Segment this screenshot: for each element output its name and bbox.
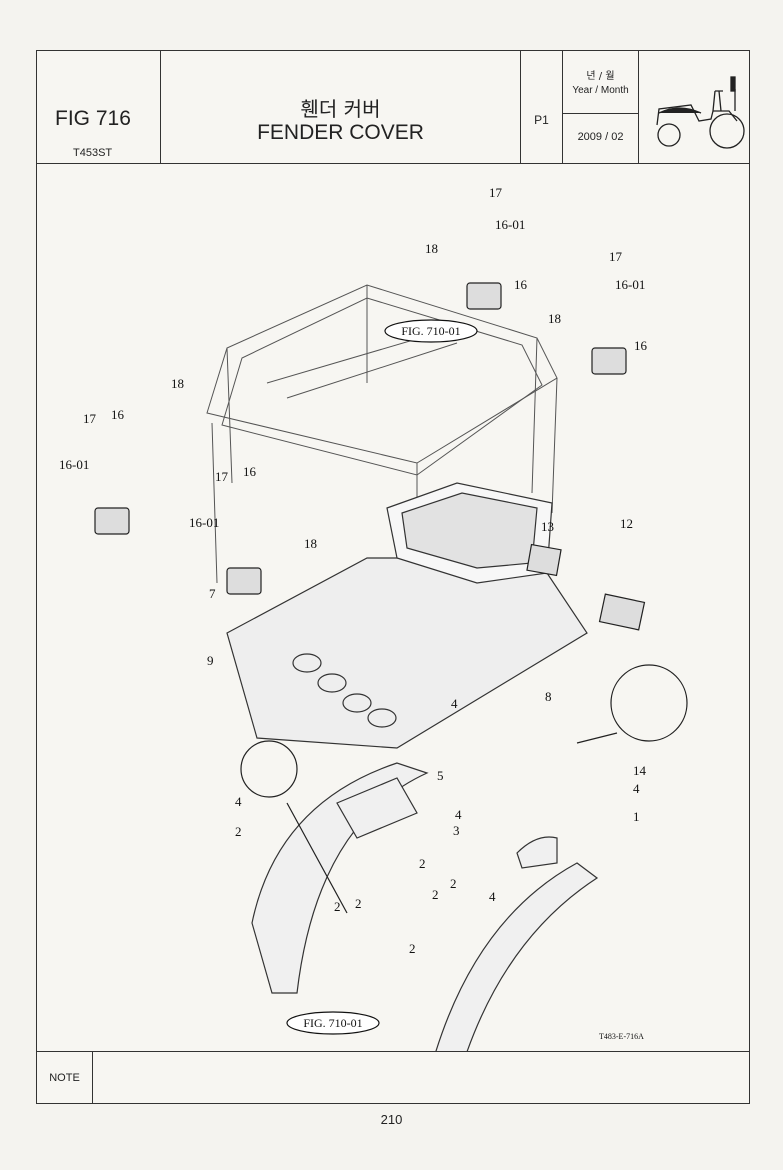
year-month-korean: 년 / 월 [586,71,615,82]
label-2-d: 2 [334,899,341,914]
label-5: 5 [437,768,444,783]
tractor-icon [656,76,745,149]
label-3: 2 [235,824,242,839]
label-4-a: 4 [451,696,458,711]
fig-ref-top-badge: FIG. 710-01 [384,319,478,343]
note-row: NOTE [37,1051,749,1104]
title-korean: 휀더 커버 [300,97,381,121]
fender-assemblies [251,762,599,1084]
date-divider [563,113,638,114]
fig-ref-top: FIG. 710-01 [401,324,460,338]
label-2-b: 2 [450,876,457,891]
header-block: FIG 716 T453ST 휀더 커버 FENDER COVER P1 년 /… [37,51,749,164]
label-18-b: 18 [548,311,561,326]
label-16-c: 17 [83,411,97,426]
label-16-01-b: 16-01 [615,277,645,292]
label-4-c: 4 [455,807,462,822]
title-english: FENDER COVER [257,121,424,144]
label-2-c: 2 [432,887,439,902]
label-17-d: 16 [243,464,257,479]
label-16-01-d: 16-01 [189,515,219,530]
page-code-cell: P1 [521,51,563,163]
callout-labels: 17 16-01 18 16 17 16-01 18 16 18 17 16 1… [59,185,648,956]
date-cell: 년 / 월 Year / Month 2009 / 02 [563,51,639,163]
label-16-01-a: 16-01 [495,217,525,232]
label-2-f: 2 [409,941,416,956]
label-14: 9 [207,653,214,668]
label-8: 8 [545,689,552,704]
label-17-a: 16 [514,277,528,292]
year-month-english: Year / Month [572,85,629,96]
label-17-c: 16 [111,407,125,422]
exploded-view-drawing: 17 16-01 18 16 17 16-01 18 16 18 17 16 1… [37,163,749,1084]
label-17-b: 16 [634,338,648,353]
note-label: NOTE [37,1052,93,1104]
label-4-b: 4 [633,781,640,796]
title-cell: 휀더 커버 FENDER COVER [161,51,521,163]
label-9: 3 [453,823,460,838]
label-2-a: 2 [419,856,426,871]
label-1: 1 [633,809,640,824]
label-18-c: 18 [171,376,184,391]
label-4-d: 4 [235,794,242,809]
label-7: 7 [209,586,216,601]
label-15: 14 [633,763,647,778]
fender-cover-panel [226,482,588,749]
label-16-d: 17 [215,469,229,484]
label-16-01-c: 16-01 [59,457,89,472]
parts-sheet: FIG 716 T453ST 휀더 커버 FENDER COVER P1 년 /… [36,50,750,1104]
label-18-d: 18 [304,536,317,551]
fig-cell: FIG 716 T453ST [37,51,161,163]
fig-number: FIG 716 [55,107,131,130]
label-4-e: 4 [489,889,496,904]
page-code: P1 [534,113,549,127]
label-13: 13 [541,519,554,534]
drawing-code: T483-E-716A [599,1032,644,1041]
label-16-b: 17 [609,249,623,264]
fender-cover-diagram: 17 16-01 18 16 17 16-01 18 16 18 17 16 1… [59,185,688,1084]
fig-ref-bottom: FIG. 710-01 [303,1016,362,1030]
work-lights [94,282,646,631]
model-code: T453ST [73,147,113,159]
revision-date: 2009 / 02 [577,131,624,143]
detail-circles [240,664,688,914]
label-12: 12 [620,516,633,531]
label-16-a: 17 [489,185,503,200]
label-18-a: 18 [425,241,438,256]
page-number: 210 [380,1112,403,1127]
fig-ref-bottom-badge: FIG. 710-01 [286,1011,380,1035]
tractor-thumbnail-cell [639,51,749,163]
label-2-e: 2 [355,896,362,911]
